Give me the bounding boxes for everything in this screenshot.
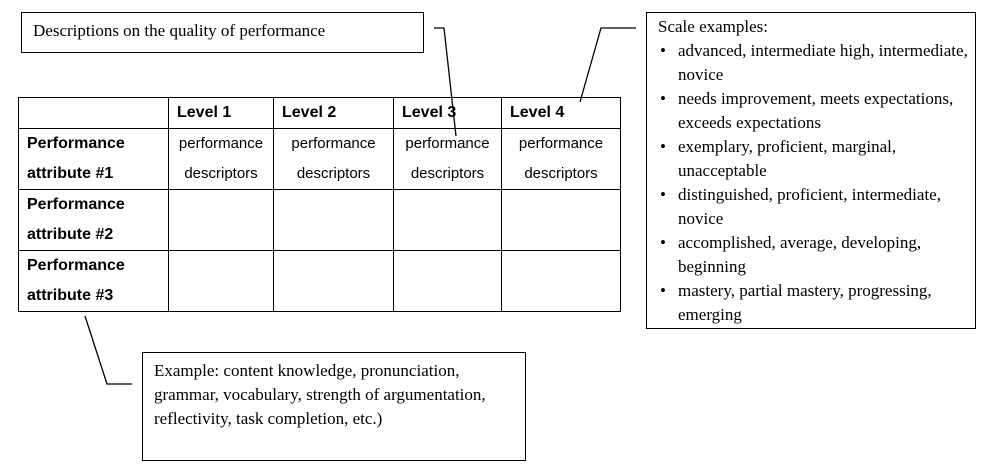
empty-cell	[393, 250, 502, 312]
list-item: needs improvement, meets expectations, e…	[658, 87, 969, 135]
empty-cell	[393, 189, 502, 251]
list-item: advanced, intermediate high, intermediat…	[658, 39, 969, 87]
empty-cell	[501, 250, 621, 312]
list-item: mastery, partial mastery, progressing, e…	[658, 279, 969, 327]
example-connector-line	[84, 315, 132, 385]
quality-description-text: Descriptions on the quality of performan…	[33, 21, 326, 40]
descriptor-line2: descriptors	[524, 165, 598, 182]
attribute-cell: Performance attribute #1	[18, 128, 169, 190]
table-row: Performance attribute #2	[18, 189, 621, 251]
scale-examples-callout: Scale examples: advanced, intermediate h…	[646, 12, 976, 329]
scale-examples-list: advanced, intermediate high, intermediat…	[658, 39, 969, 327]
attribute-cell: Performance attribute #3	[18, 250, 169, 312]
attribute-label-line1: Performance	[27, 196, 125, 213]
attribute-example-callout: Example: content knowledge, pronunciatio…	[142, 352, 526, 461]
attribute-label-line2: attribute #3	[27, 287, 114, 304]
attribute-label-line1: Performance	[27, 135, 125, 152]
descriptor-line1: performance	[405, 135, 490, 152]
descriptor-cell: performance descriptors	[501, 128, 621, 190]
empty-cell	[168, 250, 274, 312]
table-row: Performance attribute #3	[18, 250, 621, 312]
scale-connector-line	[579, 27, 636, 103]
descriptor-line2: descriptors	[184, 165, 258, 182]
descriptor-line1: performance	[518, 135, 604, 152]
corner-cell	[18, 97, 169, 129]
level-header: Level 3	[393, 97, 502, 129]
table-header-row: Level 1 Level 2 Level 3 Level 4	[18, 97, 621, 129]
level-header: Level 2	[273, 97, 394, 129]
list-item: exemplary, proficient, marginal, unaccep…	[658, 135, 969, 183]
attribute-cell: Performance attribute #2	[18, 189, 169, 251]
rubric-table: Level 1 Level 2 Level 3 Level 4 Performa…	[18, 97, 621, 312]
scale-examples-title: Scale examples:	[658, 17, 768, 36]
descriptor-cell: performance descriptors	[168, 128, 274, 190]
empty-cell	[168, 189, 274, 251]
attribute-label-line2: attribute #1	[27, 165, 114, 182]
empty-cell	[273, 189, 394, 251]
attribute-example-text: Example: content knowledge, pronunciatio…	[154, 361, 486, 428]
descriptor-cell: performance descriptors	[273, 128, 394, 190]
level-header: Level 4	[501, 97, 621, 129]
quality-description-callout: Descriptions on the quality of performan…	[21, 12, 424, 53]
attribute-label-line2: attribute #2	[27, 226, 114, 243]
table-row: Performance attribute #1 performance des…	[18, 128, 621, 190]
empty-cell	[273, 250, 394, 312]
descriptor-line1: performance	[291, 135, 376, 152]
attribute-label-line1: Performance	[27, 257, 125, 274]
descriptor-line2: descriptors	[410, 165, 485, 182]
list-item: distinguished, proficient, intermediate,…	[658, 183, 969, 231]
descriptor-cell: performance descriptors	[393, 128, 502, 190]
descriptor-line2: descriptors	[296, 165, 371, 182]
descriptor-line1: performance	[178, 135, 264, 152]
level-header: Level 1	[168, 97, 274, 129]
empty-cell	[501, 189, 621, 251]
list-item: accomplished, average, developing, begin…	[658, 231, 969, 279]
